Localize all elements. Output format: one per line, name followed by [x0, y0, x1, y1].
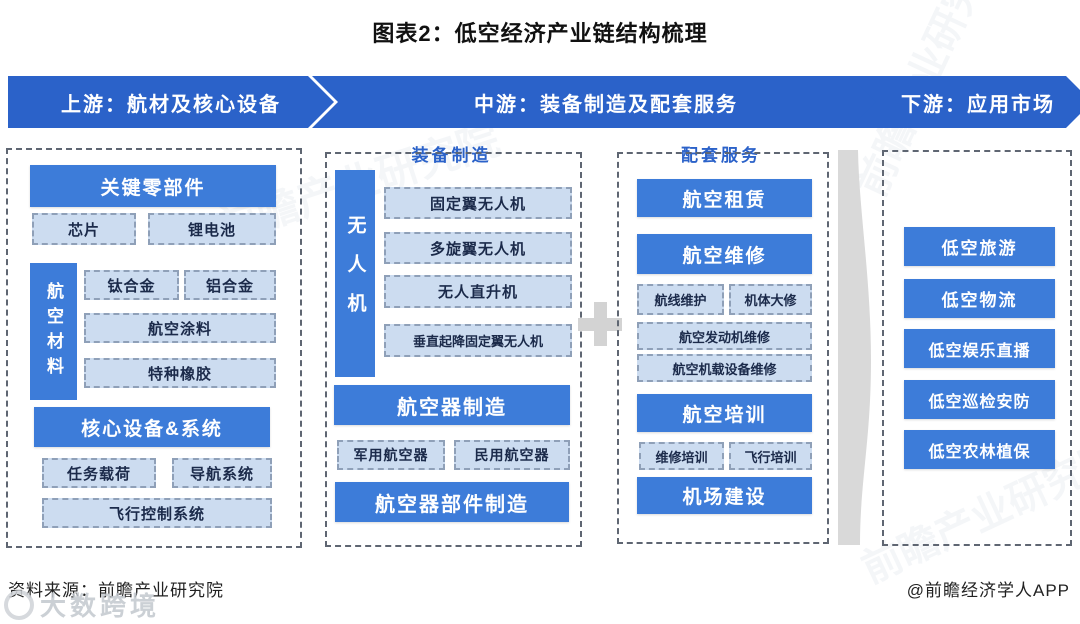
downstream-item: 低空巡检安防	[904, 380, 1055, 419]
uav-item: 多旋翼无人机	[384, 232, 572, 264]
banner-downstream: 下游：应用市场	[850, 76, 1080, 128]
uav-item: 固定翼无人机	[384, 187, 572, 219]
aircraft-item: 民用航空器	[454, 440, 570, 470]
core-systems-item: 飞行控制系统	[42, 498, 272, 528]
banner-upstream: 上游：航材及核心设备	[8, 76, 334, 128]
materials-item: 铝合金	[184, 270, 276, 300]
maintenance-item: 航空机载设备维修	[637, 354, 812, 382]
maintenance-item: 航线维护	[637, 284, 724, 315]
maintenance-item: 航空发动机维修	[637, 322, 812, 350]
training-item: 维修培训	[639, 442, 724, 470]
banner-upstream-label: 上游：航材及核心设备	[61, 93, 281, 116]
uav-vertical-bar: 无人机	[335, 170, 375, 377]
key-parts-header: 关键零部件	[30, 165, 276, 207]
maintenance-header: 航空维修	[637, 234, 812, 274]
aircraft-parts-header: 航空器部件制造	[335, 482, 569, 522]
services-panel: 航空租赁 航空维修 航线维护 机体大修 航空发动机维修 航空机载设备维修 航空培…	[617, 152, 829, 544]
downstream-item: 低空物流	[904, 279, 1055, 318]
core-systems-item: 导航系统	[172, 458, 272, 488]
equipment-section-title: 装备制造	[411, 146, 492, 165]
materials-vertical-bar: 航空材料	[30, 263, 77, 400]
materials-item: 钛合金	[84, 270, 179, 300]
downstream-panel: 低空旅游 低空物流 低空娱乐直播 低空巡检安防 低空农林植保	[882, 150, 1072, 546]
credit-note: @前瞻经济学人APP	[906, 581, 1070, 600]
core-systems-item: 任务载荷	[42, 458, 156, 488]
banner-midstream: 中游：装备制造及配套服务	[312, 76, 886, 128]
services-section-title: 配套服务	[681, 146, 761, 165]
airport-header: 机场建设	[637, 477, 812, 514]
page-title: 图表2：低空经济产业链结构梳理	[372, 21, 708, 46]
banner-downstream-label: 下游：应用市场	[901, 93, 1055, 116]
source-note: 资料来源：前瞻产业研究院	[8, 581, 224, 600]
aircraft-manufacturing-header: 航空器制造	[334, 385, 570, 425]
uav-item: 无人直升机	[384, 275, 572, 308]
uav-label: 无人机	[344, 215, 366, 332]
maintenance-item: 机体大修	[729, 284, 812, 315]
aircraft-item: 军用航空器	[337, 440, 445, 470]
materials-item: 航空涂料	[84, 313, 276, 343]
downstream-item: 低空农林植保	[904, 430, 1055, 469]
plus-icon	[578, 302, 622, 346]
materials-label: 航空材料	[44, 281, 63, 382]
leasing-header: 航空租赁	[637, 179, 812, 217]
banner-midstream-label: 中游：装备制造及配套服务	[474, 93, 738, 116]
training-item: 飞行培训	[729, 442, 812, 470]
equipment-panel: 无人机 固定翼无人机 多旋翼无人机 无人直升机 垂直起降固定翼无人机 航空器制造…	[325, 152, 582, 547]
key-parts-item: 芯片	[32, 213, 136, 245]
key-parts-item: 锂电池	[148, 213, 276, 245]
training-header: 航空培训	[637, 394, 812, 432]
downstream-item: 低空旅游	[904, 227, 1055, 266]
downstream-item: 低空娱乐直播	[904, 329, 1055, 368]
flow-arrow-shape	[838, 150, 871, 545]
upstream-panel: 关键零部件 芯片 锂电池 航空材料 钛合金 铝合金 航空涂料 特种橡胶 核心设备…	[6, 148, 302, 548]
uav-item: 垂直起降固定翼无人机	[384, 324, 572, 357]
materials-item: 特种橡胶	[84, 358, 276, 388]
core-systems-header: 核心设备&系统	[34, 407, 270, 447]
